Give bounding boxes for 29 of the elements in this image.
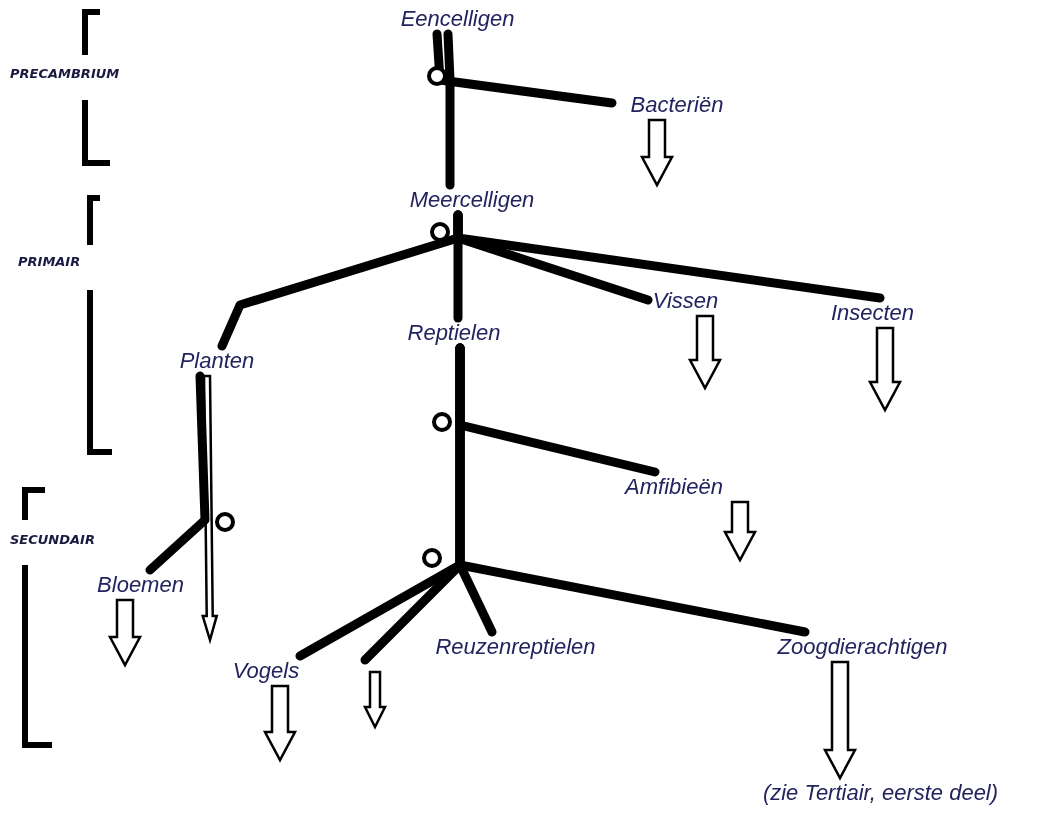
taxon-label: Reptielen <box>388 318 520 348</box>
branch-line <box>443 29 455 190</box>
taxon-label: Vissen <box>648 286 723 316</box>
hollow-arrow <box>201 374 219 645</box>
taxon-label: Reuzenreptielen <box>408 632 623 662</box>
taxon-label: Bloemen <box>83 570 198 600</box>
taxon-label: Eencelligen <box>380 4 535 34</box>
note-text: (zie Tertiair, eerste deel) <box>703 778 1058 808</box>
hollow-arrow <box>107 598 143 668</box>
hollow-arrow <box>822 660 858 781</box>
taxon-label: Meercelligen <box>383 185 561 215</box>
hollow-arrow <box>867 326 903 413</box>
hollow-arrow <box>687 314 723 391</box>
taxon-label: Insecten <box>815 298 930 328</box>
branch-line <box>432 29 617 108</box>
taxon-label: Amfibieën <box>603 472 745 502</box>
taxon-label: Planten <box>162 346 272 376</box>
hollow-arrow <box>639 118 675 188</box>
hollow-arrow <box>722 500 758 563</box>
taxon-label: Zoogdierachtigen <box>745 632 980 662</box>
branch-line <box>455 343 810 637</box>
period-label: PRIMAIR <box>18 254 81 269</box>
taxon-label: Vogels <box>220 656 312 686</box>
period-label: PRECAMBRIUM <box>10 66 120 81</box>
period-label: SECUNDAIR <box>10 532 95 547</box>
branch-line <box>145 371 210 575</box>
hollow-arrow <box>262 684 298 763</box>
taxon-label: Bacteriën <box>612 90 742 120</box>
branch-line <box>453 210 885 303</box>
